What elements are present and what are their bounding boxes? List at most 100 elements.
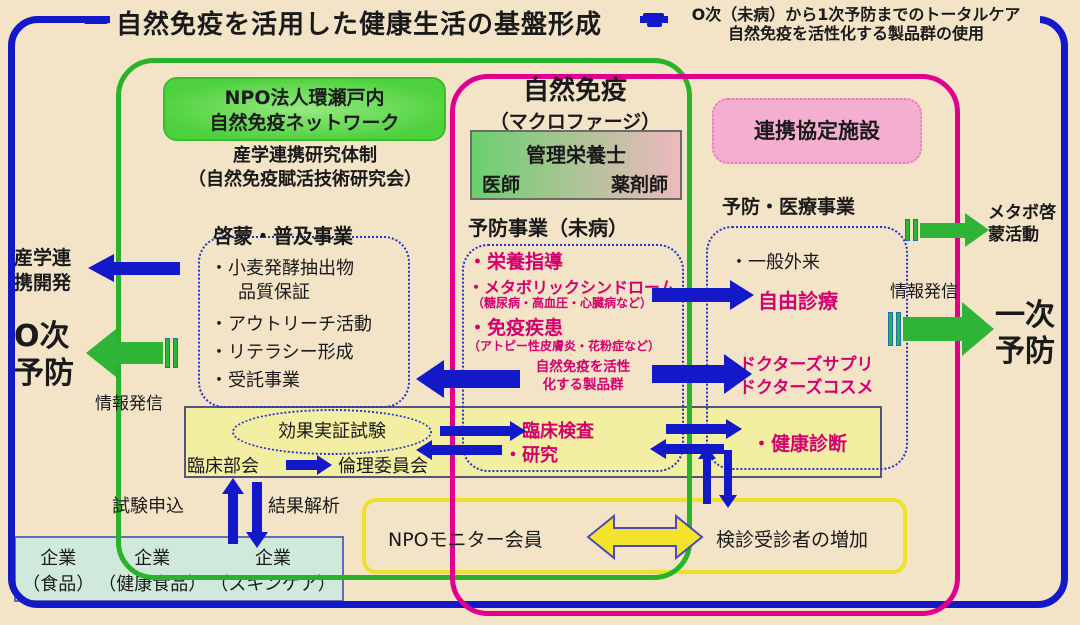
zero-prevention-arrow <box>86 329 180 377</box>
clinical-dept-label: 臨床部会 <box>187 456 259 477</box>
zero-line2: 予防 <box>14 356 74 391</box>
prevention-item-metabolic: ・メタボリックシンドローム <box>468 278 676 297</box>
immunity-heading: 自然免疫 （マクロファージ） <box>452 70 698 134</box>
outreach-item-wheat: ・小麦発酵抽出物 <box>210 258 354 279</box>
npo-green-frame <box>116 58 692 580</box>
band-right-arrow-left <box>650 439 724 459</box>
free-practice-arrow <box>652 280 754 310</box>
arrow-shaft <box>920 222 965 238</box>
metabo-label: メタボ啓 蒙活動 <box>988 202 1056 246</box>
outreach-item-outreach: ・アウトリーチ活動 <box>210 314 372 335</box>
arrow-head-right <box>730 280 754 310</box>
company-name: 企業 <box>40 548 77 569</box>
primary-line2: 予防 <box>995 334 1055 369</box>
doctor-label: 医師 <box>482 174 521 196</box>
ethics-arrow <box>286 455 332 475</box>
arrow-shaft <box>432 445 502 455</box>
facility-box: 連携協定施設 <box>712 98 922 164</box>
products-line2: 化する製品群 <box>542 377 624 393</box>
note-mask <box>668 6 1040 44</box>
arrow-head-right <box>317 455 332 475</box>
arrow-shaft <box>652 365 724 383</box>
arrow-head-left <box>416 440 432 460</box>
title-dash-left <box>84 18 108 24</box>
arrow-head-left <box>416 360 444 398</box>
header-note-line1: O次（未病）から1次予防までのトータルケア <box>691 5 1021 24</box>
arrow-shaft <box>666 424 726 434</box>
arrow-shaft <box>116 342 163 364</box>
medical-item-cosme: ・ドクターズコスメ <box>722 378 874 398</box>
arrow-head-right <box>962 302 994 356</box>
npo-name-box: NPO法人環瀬戸内 自然免疫ネットワーク <box>163 77 446 141</box>
arrow-head-right <box>724 354 752 394</box>
products-arrow-right <box>652 354 752 394</box>
immunity-title: 自然免疫 <box>522 76 627 106</box>
header-note-line2: 自然免疫を活性化する製品群の使用 <box>727 24 984 43</box>
dietitian-label: 管理栄養士 <box>526 143 626 167</box>
sangaku-label: 産学連 携開発 <box>14 246 71 296</box>
checkup-arrow-down <box>719 450 737 508</box>
arrow-shaft <box>703 459 711 504</box>
sangaku-line1: 産学連 <box>14 247 72 269</box>
arrow-hatch-tail <box>905 219 918 241</box>
arrow-shaft <box>114 261 180 275</box>
title-dash-right-2 <box>647 22 662 27</box>
arrow-head-right <box>726 419 742 439</box>
medical-business-header: 予防・医療事業 <box>722 196 856 218</box>
prevention-item-immune: ・免疫疾患 <box>468 317 564 339</box>
outreach-header: 啓蒙・普及事業 <box>213 224 353 248</box>
checkup-label: ・健康診断 <box>752 433 848 455</box>
products-arrow-left <box>416 360 520 398</box>
title-dash-right-1 <box>643 13 664 18</box>
result-arrow-down <box>246 482 268 548</box>
metabo-line2: 蒙活動 <box>988 225 1039 245</box>
prevention-item-metabolic-note: （糖尿病・高血圧・心臓病など） <box>472 296 653 310</box>
arrow-head-up <box>222 478 244 494</box>
arrow-head-down <box>719 495 737 508</box>
prevention-item-immune-note: （アトピー性皮膚炎・花粉症など） <box>468 339 661 353</box>
arrow-shaft <box>652 288 730 302</box>
arrow-head-left <box>88 254 114 282</box>
info-label-right: 情報発信 <box>890 282 958 302</box>
npo-name-line1: NPO法人環瀬戸内 <box>224 87 385 109</box>
outreach-group-frame <box>198 236 410 408</box>
result-label: 結果解析 <box>268 496 340 517</box>
prevention-header: 予防事業（未病） <box>468 216 628 240</box>
arrow-hatch-tail <box>888 312 901 346</box>
arrow-shaft <box>440 426 510 436</box>
monitor-double-arrow <box>586 513 704 561</box>
outreach-item-quality: 品質保証 <box>238 282 310 303</box>
pharmacist-label: 薬剤師 <box>610 174 668 196</box>
immunity-subtitle: （マクロファージ） <box>489 111 661 133</box>
immunity-magenta-frame <box>450 74 960 616</box>
staff-row: 医師 薬剤師 <box>472 168 680 197</box>
sangaku-line2: 携開発 <box>14 272 72 294</box>
medical-group-frame <box>706 226 908 470</box>
clinical-exam-label: ・臨床検査 <box>504 421 594 442</box>
prevention-group-frame <box>462 244 684 472</box>
primary-line1: 一次 <box>995 298 1055 333</box>
arrow-hatch-tail <box>165 338 178 368</box>
band-left-arrow-left <box>416 440 502 460</box>
header-note: O次（未病）から1次予防までのトータルケア 自然免疫を活性化する製品群の使用 <box>672 5 1040 43</box>
zero-prevention-label: O次 予防 <box>14 318 74 392</box>
arrow-head-down <box>246 532 268 548</box>
arrow-shaft <box>444 370 520 388</box>
research-system-line2: （自然免疫賦活技術研究会） <box>188 169 422 190</box>
arrow-head-left <box>86 329 116 377</box>
band-right-arrow-right <box>666 419 742 439</box>
monitor-box <box>362 498 907 574</box>
effect-trial-oval: 効果実証試験 <box>232 409 432 455</box>
company-food: 企業 （食品） <box>22 544 94 600</box>
npo-name-line2: 自然免疫ネットワーク <box>209 112 400 134</box>
ethics-label: 倫理委員会 <box>338 456 428 477</box>
double-arrow-shape <box>586 513 704 561</box>
monitor-label: NPOモニター会員 <box>388 529 543 551</box>
checkup-arrow-up <box>698 446 716 504</box>
staff-box: 管理栄養士 医師 薬剤師 <box>470 130 682 200</box>
research-label: ・研究 <box>504 445 558 466</box>
company-type: （食品） <box>22 574 95 595</box>
title-mask <box>110 10 640 40</box>
products-line1: 自然免疫を活性 <box>535 359 631 375</box>
arrow-head-right <box>510 421 526 441</box>
